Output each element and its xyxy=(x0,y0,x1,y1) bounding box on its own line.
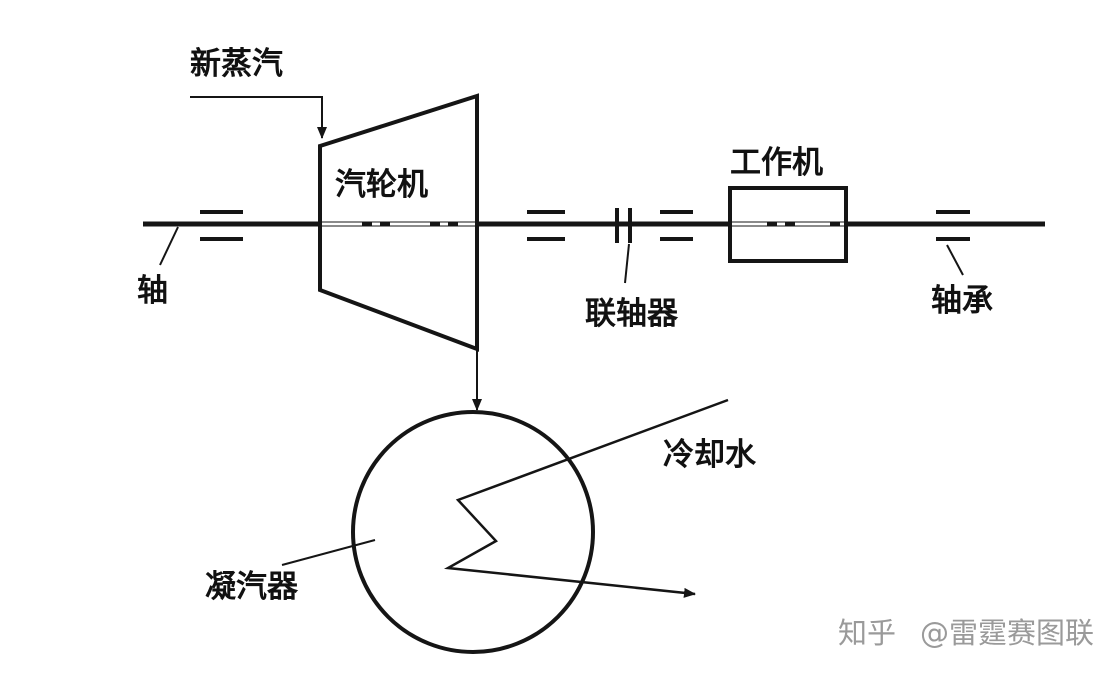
label-coupling: 联轴器 xyxy=(585,296,678,332)
bearing-after-coupling xyxy=(660,210,693,241)
label-condenser: 凝汽器 xyxy=(205,569,298,605)
bearing-right xyxy=(936,210,970,241)
coupling xyxy=(615,208,632,243)
label-turbine: 汽轮机 xyxy=(335,167,428,203)
label-bearing: 轴承 xyxy=(931,283,993,319)
coupling-leader xyxy=(624,243,630,284)
watermark-author: @雷霆赛图联 xyxy=(920,616,1095,650)
label-working-machine: 工作机 xyxy=(730,145,823,181)
label-steam-in: 新蒸汽 xyxy=(190,46,283,82)
bearing-mid xyxy=(527,210,565,241)
steam-inlet-arrow xyxy=(190,96,327,139)
shaft-leader xyxy=(159,226,179,266)
bearing-leader xyxy=(946,244,964,276)
working-machine-box xyxy=(728,186,848,263)
label-shaft: 轴 xyxy=(137,273,168,309)
condenser-leader xyxy=(281,539,376,566)
condenser-circle xyxy=(351,410,595,654)
bearing-left xyxy=(200,210,243,241)
watermark-platform: 知乎 xyxy=(838,616,897,650)
cooling-water-coil xyxy=(443,398,729,598)
label-cooling-water: 冷却水 xyxy=(663,437,756,473)
